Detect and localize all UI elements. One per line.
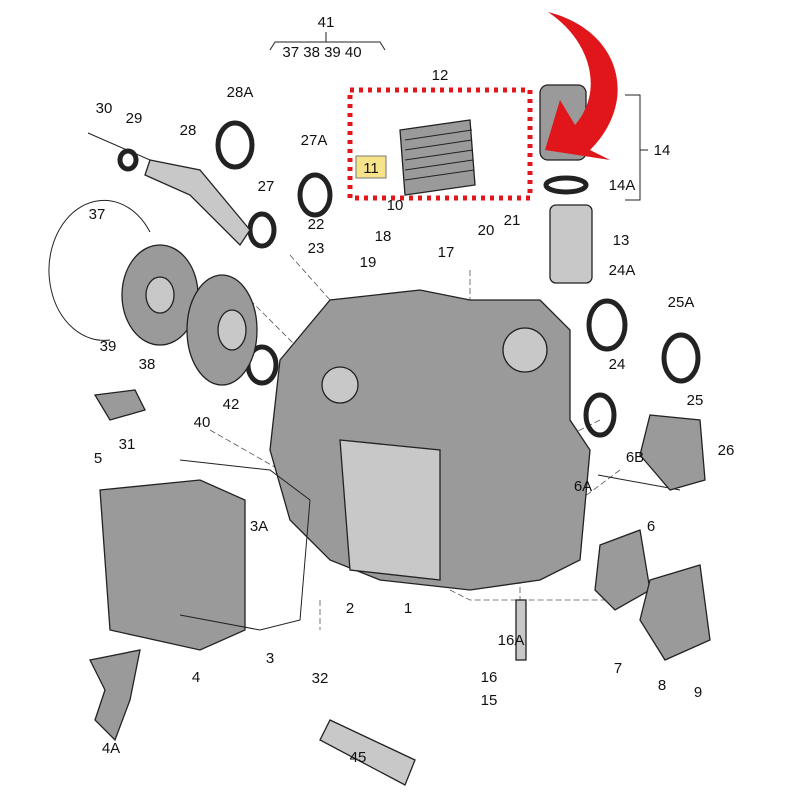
label-4: 4 <box>192 669 200 686</box>
seal-24a <box>586 298 628 352</box>
label-27: 27 <box>258 178 275 195</box>
label-23: 23 <box>308 240 325 257</box>
bracket-4a <box>89 649 141 742</box>
label-24: 24 <box>609 356 626 373</box>
label-19: 19 <box>360 254 377 271</box>
label-41: 41 <box>318 14 335 31</box>
sensor-harness <box>93 389 146 421</box>
label-27a: 27A <box>301 132 328 149</box>
label-17: 17 <box>438 244 455 261</box>
cover-6 <box>594 529 651 611</box>
label-1: 1 <box>404 600 412 617</box>
label-2: 2 <box>346 600 354 617</box>
label-45: 45 <box>350 749 367 766</box>
cover-8 <box>639 564 711 661</box>
part-labels: 41 37 38 39 40 12 30 29 28A 28 27A 27 11… <box>89 14 735 766</box>
label-8: 8 <box>658 677 666 694</box>
label-29: 29 <box>126 110 143 127</box>
housing-port-left <box>321 366 359 404</box>
label-18: 18 <box>375 228 392 245</box>
label-13: 13 <box>613 232 630 249</box>
oil-filter <box>549 204 593 284</box>
highlight-box <box>347 87 533 201</box>
label-26: 26 <box>718 442 735 459</box>
label-3: 3 <box>266 650 274 667</box>
label-24a: 24A <box>609 262 636 279</box>
label-39: 39 <box>100 338 117 355</box>
label-6a: 6A <box>574 478 592 495</box>
label-6: 6 <box>647 518 655 535</box>
label-21: 21 <box>504 212 521 229</box>
seal-24 <box>583 392 617 438</box>
label-40: 40 <box>194 414 211 431</box>
seal-14a <box>543 175 589 195</box>
label-10: 10 <box>387 197 404 214</box>
gasket-3 <box>179 459 311 631</box>
label-32: 32 <box>312 670 329 687</box>
label-6b: 6B <box>626 449 644 466</box>
label-14a: 14A <box>609 177 636 194</box>
label-5: 5 <box>94 450 102 467</box>
label-38: 38 <box>139 356 156 373</box>
flange-25 <box>639 414 706 491</box>
oil-cooler <box>399 119 476 196</box>
label-37-40: 37 38 39 40 <box>282 44 361 61</box>
valve-body <box>339 439 441 581</box>
seal-28a <box>215 120 255 170</box>
rod-6b <box>597 474 681 491</box>
label-9: 9 <box>694 684 702 701</box>
seal-25a <box>661 332 701 384</box>
label-25a: 25A <box>668 294 695 311</box>
label-7: 7 <box>614 660 622 677</box>
seal-27 <box>247 211 277 249</box>
drive-shaft <box>144 159 251 247</box>
label-42: 42 <box>223 396 240 413</box>
label-37: 37 <box>89 206 106 223</box>
label-4a: 4A <box>102 740 120 757</box>
label-31: 31 <box>119 436 136 453</box>
red-arrow <box>545 12 618 160</box>
label-28: 28 <box>180 122 197 139</box>
label-16: 16 <box>481 669 498 686</box>
callout-11-box <box>355 155 387 179</box>
label-3a: 3A <box>250 518 268 535</box>
label-28a: 28A <box>227 84 254 101</box>
label-15: 15 <box>481 692 498 709</box>
label-20: 20 <box>478 222 495 239</box>
label-22: 22 <box>308 216 325 233</box>
oil-pan <box>99 479 246 651</box>
seal-29 <box>117 148 139 172</box>
drain-pipe <box>515 599 527 661</box>
label-12: 12 <box>432 67 449 84</box>
label-25: 25 <box>687 392 704 409</box>
label-16a: 16A <box>498 632 525 649</box>
seal-27a <box>297 172 333 218</box>
housing-port <box>502 327 548 373</box>
label-14: 14 <box>654 142 671 159</box>
circlip-37 <box>48 199 151 341</box>
sealant-tube <box>319 719 416 786</box>
label-30: 30 <box>96 100 113 117</box>
label-11: 11 <box>363 160 379 177</box>
